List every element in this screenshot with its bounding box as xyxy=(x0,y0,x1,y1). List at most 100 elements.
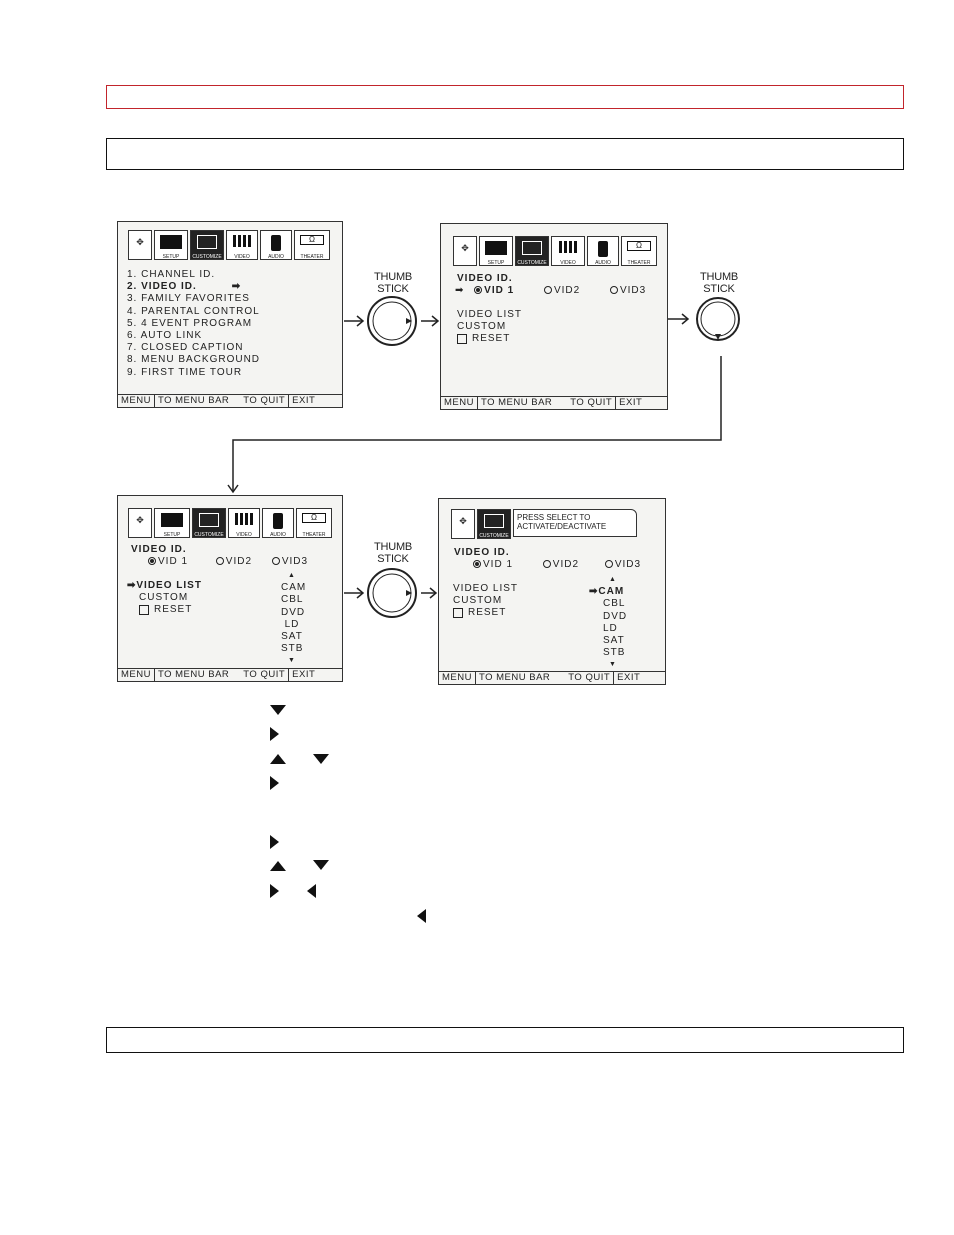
menu-footer: MENU TO MENU BAR TO QUIT EXIT xyxy=(118,668,342,681)
source-item-sat: SAT xyxy=(281,631,303,643)
navigation-pad-icon: ✥ xyxy=(451,509,475,539)
footer-exit: EXIT xyxy=(617,672,641,683)
radio-vid3 xyxy=(609,286,618,295)
video-tab: VIDEO xyxy=(228,508,260,538)
source-item-cam: CAM xyxy=(281,582,307,594)
setup-tab: SETUP xyxy=(154,230,188,260)
tab-label: THEATER xyxy=(627,260,651,266)
navigation-pad-icon: ✥ xyxy=(128,508,152,538)
video-options-list: VIDEO LIST CUSTOM RESET xyxy=(457,309,522,346)
menu-footer: MENU TO MENU BAR TO QUIT EXIT xyxy=(441,396,667,409)
option-reset: RESET xyxy=(139,604,202,616)
vid-radio-row: ➡ VID 1 VID2 VID3 xyxy=(455,285,646,297)
radio-vid2 xyxy=(542,560,551,569)
tab-label: VIDEO xyxy=(236,532,252,538)
menu-icon-bar: ✥ CUSTOMIZE PRESS SELECT TO ACTIVATE/DEA… xyxy=(451,509,637,539)
radio-vid2-label: VID2 xyxy=(553,285,581,296)
banner-line: ACTIVATE/DEACTIVATE xyxy=(517,522,607,531)
customize-tab: CUSTOMIZE xyxy=(515,236,549,266)
tab-label: SETUP xyxy=(162,254,180,260)
radio-vid3 xyxy=(271,557,280,566)
customize-tab: CUSTOMIZE xyxy=(190,230,224,260)
menu-item-family-favorites: 3. FAMILY FAVORITES xyxy=(127,293,250,305)
footer-to-quit: TO QUIT xyxy=(240,669,290,681)
audio-tab: AUDIO xyxy=(587,236,619,266)
thumbstick-label-line: THUMB xyxy=(373,271,413,283)
tab-label: SETUP xyxy=(163,532,181,538)
flow-arrows xyxy=(227,296,740,618)
option-video-list: ➡VIDEO LIST xyxy=(127,580,202,592)
source-item-stb: STB xyxy=(603,647,626,659)
option-video-list: VIDEO LIST xyxy=(457,309,523,320)
selection-arrow-icon: ➡ xyxy=(127,580,137,591)
radio-vid2 xyxy=(215,557,224,566)
up-arrow-icon xyxy=(270,861,286,871)
right-arrow-icon xyxy=(270,776,279,790)
tab-label: CUSTOMIZE xyxy=(192,254,222,260)
radio-vid1-label: VID 1 xyxy=(158,556,189,567)
option-custom: CUSTOM xyxy=(453,595,503,607)
customize-tab: CUSTOMIZE xyxy=(477,509,511,539)
video-options-list: VIDEO LIST CUSTOM RESET xyxy=(453,583,518,620)
menu-footer: MENU TO MENU BAR TO QUIT EXIT xyxy=(118,394,342,407)
scroll-down-icon: ▼ xyxy=(609,661,617,669)
menu-item-video-id: 2. VIDEO ID.➡ xyxy=(127,281,260,293)
tab-label: VIDEO xyxy=(560,260,576,266)
option-reset: RESET xyxy=(457,333,522,345)
footer-to-quit: TO QUIT xyxy=(567,397,617,409)
thumbstick-label-line: STICK xyxy=(703,283,735,295)
footer-to-quit: TO QUIT xyxy=(565,672,615,684)
video-id-title: VIDEO ID. xyxy=(454,547,510,558)
tab-label: THEATER xyxy=(302,532,326,538)
option-reset: RESET xyxy=(453,607,518,619)
thumbstick-label-line: STICK xyxy=(377,283,409,295)
up-arrow-icon xyxy=(270,754,286,764)
radio-vid2-label: VID2 xyxy=(225,556,253,567)
tab-label: CUSTOMIZE xyxy=(194,532,224,538)
section-footer-bar xyxy=(106,1027,904,1053)
selection-arrow-icon: ➡ xyxy=(589,586,599,598)
section-title-bar xyxy=(106,85,904,109)
source-item-sat: SAT xyxy=(603,635,625,647)
selection-arrow-icon: ➡ xyxy=(455,285,465,296)
option-video-list: VIDEO LIST xyxy=(453,583,519,594)
reset-checkbox xyxy=(139,604,149,615)
scroll-up-icon: ▲ xyxy=(288,572,296,579)
option-video-list-label: VIDEO LIST xyxy=(136,580,202,591)
footer-exit: EXIT xyxy=(619,397,643,408)
audio-tab: AUDIO xyxy=(262,508,294,538)
tab-label: CUSTOMIZE xyxy=(517,260,547,266)
scroll-down-icon: ▼ xyxy=(288,657,296,665)
footer-menu: MENU xyxy=(441,397,478,409)
menu-item-closed-caption: 7. CLOSED CAPTION xyxy=(127,342,244,354)
navigation-pad-icon: ✥ xyxy=(128,230,152,260)
navigation-pad-icon: ✥ xyxy=(453,236,477,266)
down-arrow-icon xyxy=(313,860,329,870)
radio-vid1 xyxy=(473,560,481,569)
menu-item-auto-link: 6. AUTO LINK xyxy=(127,330,203,342)
right-arrow-icon xyxy=(270,835,279,849)
menu-item-channel-id: 1. CHANNEL ID. xyxy=(127,269,216,280)
source-item-dvd: DVD xyxy=(281,606,306,618)
radio-vid3-label: VID3 xyxy=(619,285,647,296)
tab-label: VIDEO xyxy=(234,254,250,260)
source-list: ▲ ➡CAM CBL DVD LD SAT STB ▼ xyxy=(589,574,649,672)
right-arrow-icon xyxy=(270,884,279,898)
radio-vid3-label: VID3 xyxy=(614,559,642,570)
banner-line: PRESS SELECT TO xyxy=(517,513,591,522)
option-reset-label: RESET xyxy=(154,604,193,616)
subsection-title-bar xyxy=(106,138,904,170)
footer-to-menu-bar: TO MENU BAR xyxy=(157,395,230,406)
reset-checkbox xyxy=(453,607,463,618)
setup-tab: SETUP xyxy=(154,508,190,538)
tv-menu-screen-4: ✥ CUSTOMIZE PRESS SELECT TO ACTIVATE/DEA… xyxy=(438,498,666,685)
footer-to-menu-bar: TO MENU BAR xyxy=(157,669,230,680)
video-tab: VIDEO xyxy=(551,236,585,266)
tab-label: AUDIO xyxy=(270,532,286,538)
footer-exit: EXIT xyxy=(292,395,316,406)
